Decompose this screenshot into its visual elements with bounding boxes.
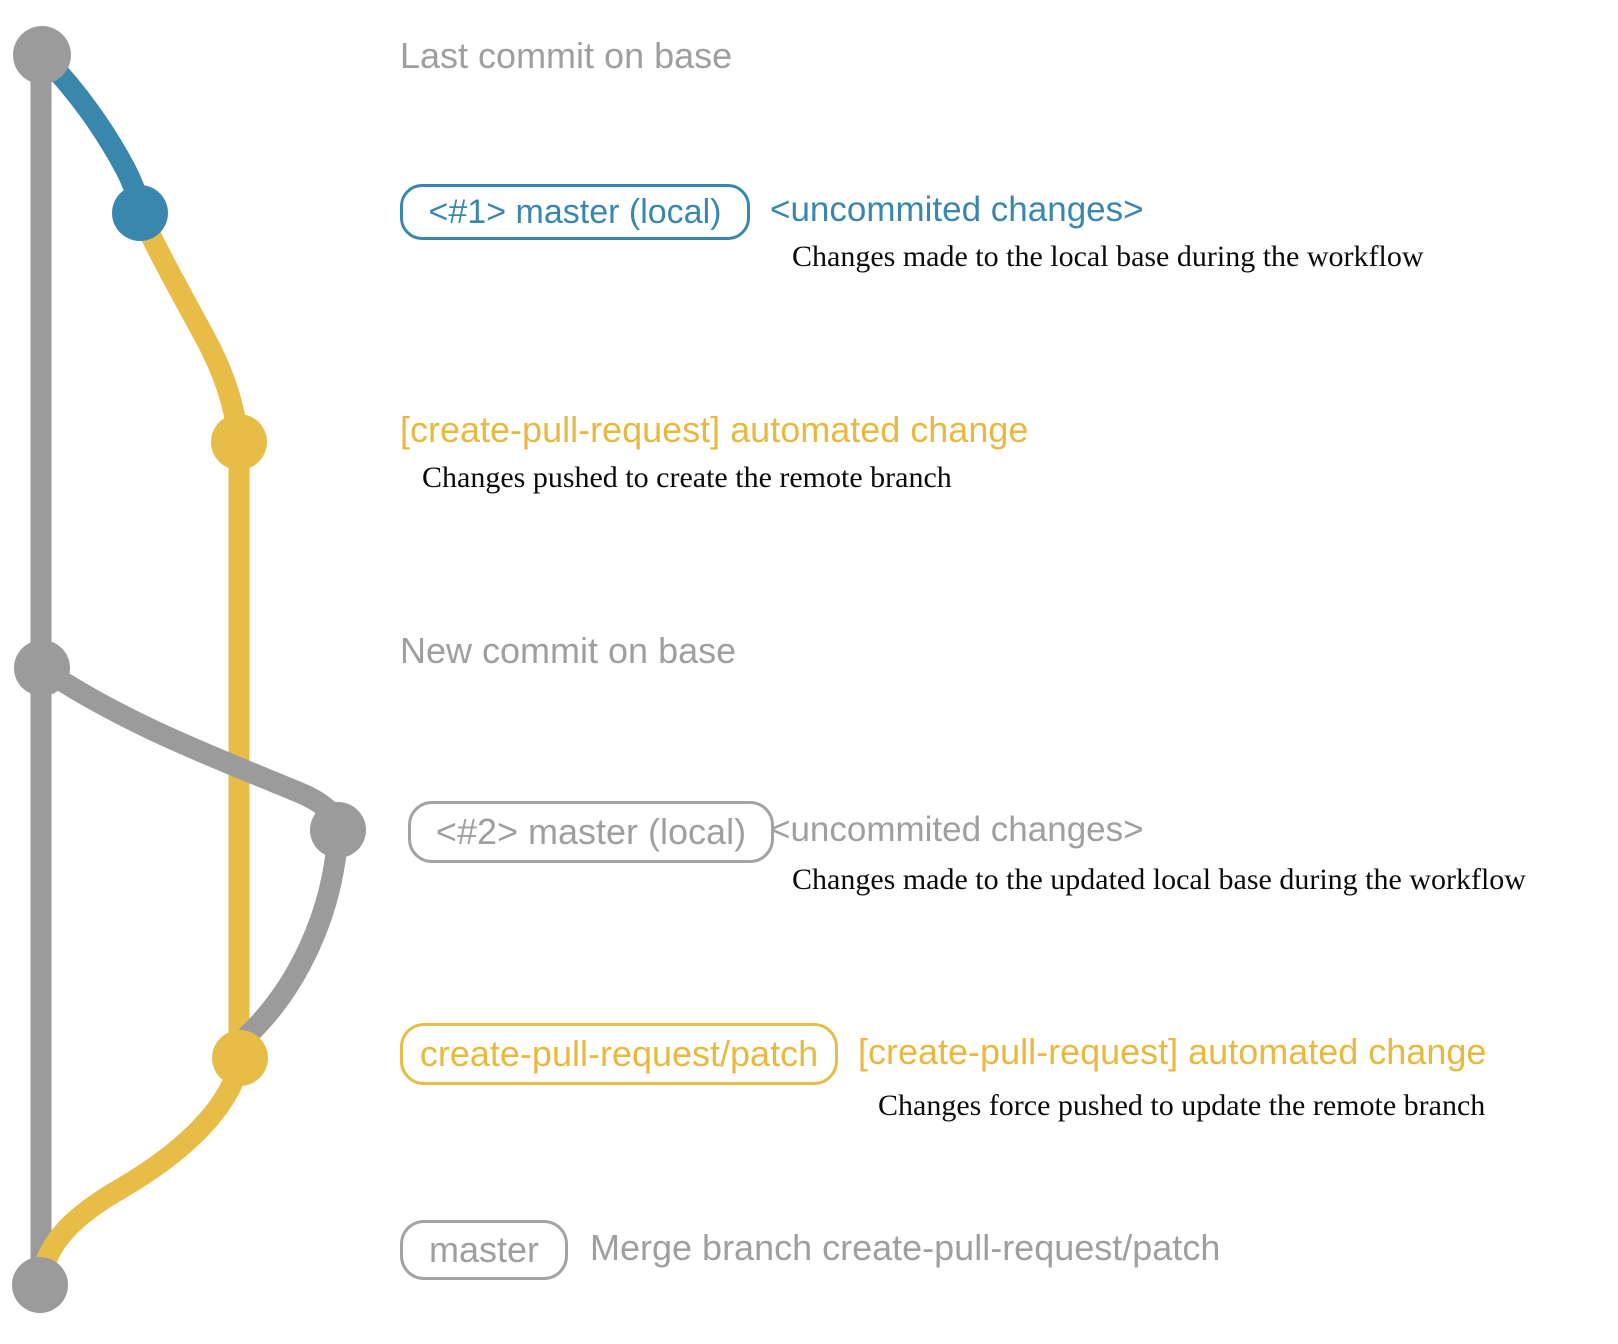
- commit-node-patch-first-push: [211, 414, 267, 470]
- branch-badge-create-pull-request-patch: create-pull-request/patch: [400, 1023, 838, 1085]
- branch-line-local2-reset: [229, 819, 349, 1069]
- description-force-push-update-remote: Changes force pushed to update the remot…: [878, 1089, 1486, 1122]
- commit-node-new-commit-on-base: [14, 640, 70, 696]
- description-local-changes-1: Changes made to the local base during th…: [792, 240, 1424, 273]
- commit-message-automated-change-2: [create-pull-request] automated change: [858, 1031, 1487, 1072]
- branch-badge-master: master: [400, 1220, 568, 1280]
- branch-line-local2-out: [31, 657, 349, 841]
- description-local-changes-2: Changes made to the updated local base d…: [792, 863, 1526, 896]
- commit-message-merge-branch: Merge branch create-pull-request/patch: [590, 1227, 1221, 1268]
- commit-node-merge-commit: [12, 1257, 68, 1313]
- branch-badge-master-local-2: <#2> master (local): [408, 801, 774, 863]
- commit-node-local2-uncommitted: [310, 802, 366, 858]
- commit-node-patch-force-push: [212, 1030, 268, 1086]
- status-uncommitted-changes-1: <uncommited changes>: [770, 190, 1144, 229]
- branch-line-patch-merge: [29, 1047, 251, 1296]
- commit-node-local1-uncommitted: [112, 185, 168, 241]
- commit-node-last-commit-on-base: [13, 26, 71, 84]
- label-last-commit-on-base: Last commit on base: [400, 35, 733, 76]
- branch-line-patch-upper: [129, 202, 250, 453]
- branch-badge-master-local-1: <#1> master (local): [400, 184, 750, 240]
- description-push-create-remote: Changes pushed to create the remote bran…: [422, 461, 952, 494]
- commit-message-automated-change-1: [create-pull-request] automated change: [400, 409, 1029, 450]
- label-new-commit-on-base: New commit on base: [400, 630, 737, 671]
- status-uncommitted-changes-2: <uncommited changes>: [770, 810, 1144, 849]
